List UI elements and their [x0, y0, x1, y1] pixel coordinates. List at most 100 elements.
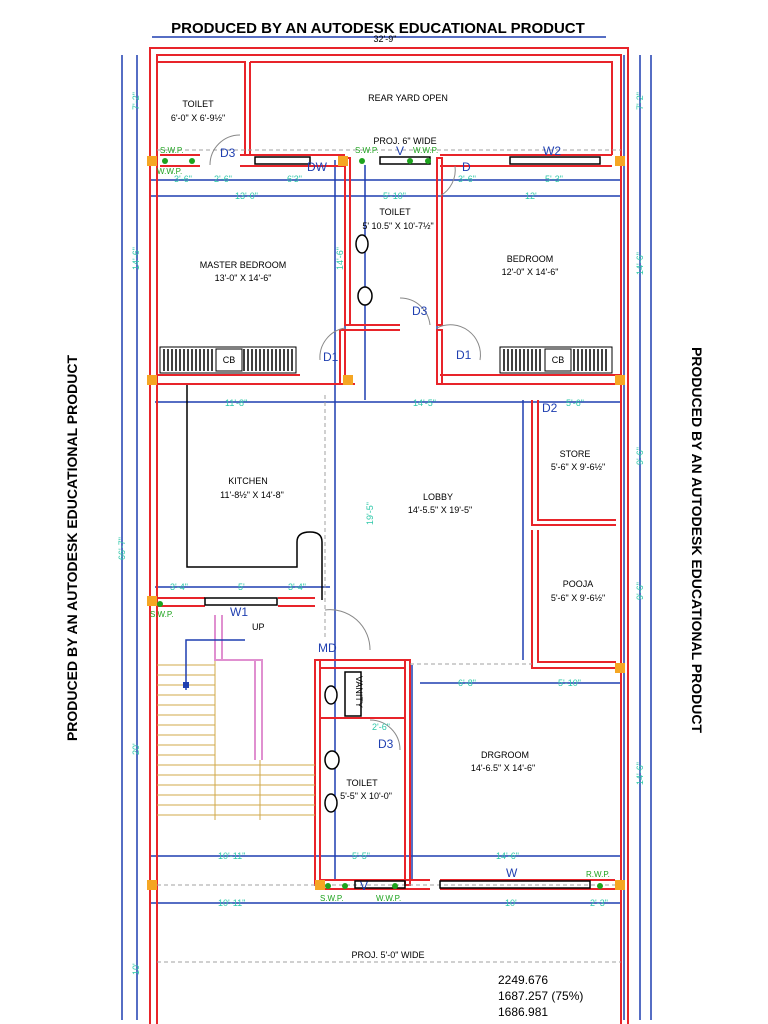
svg-text:3'-6": 3'-6"	[458, 174, 476, 184]
wardrobe-right	[499, 346, 613, 374]
proj-top-label: PROJ. 6" WIDE	[373, 136, 436, 146]
svg-text:5'-6": 5'-6"	[566, 398, 584, 408]
pipe-rwp: R.W.P.	[586, 870, 610, 879]
tag-w2: W2	[543, 144, 561, 158]
tag-d-top: D	[462, 160, 471, 174]
top-dim-label: 32'-9"	[374, 34, 397, 44]
tag-dw: DW	[307, 160, 328, 174]
svg-text:20': 20'	[131, 743, 141, 755]
wardrobe-left	[159, 346, 297, 374]
pooja-size: 5'-6" X 9'-6½"	[551, 593, 605, 603]
proj-bottom-label: PROJ. 5'-0" WIDE	[352, 950, 425, 960]
watermark-left: PRODUCED BY AN AUTODESK EDUCATIONAL PROD…	[64, 355, 80, 742]
tag-v-bot: V	[360, 879, 368, 893]
toilet-tl-name: TOILET	[182, 99, 214, 109]
readout-line-1: 2249.676	[498, 973, 548, 987]
pipe-dots	[157, 158, 603, 889]
pipe-swp-a: S.W.P.	[160, 146, 183, 155]
tag-d3-c: D3	[378, 737, 394, 751]
lobby-name: LOBBY	[423, 492, 453, 502]
tag-d1-a: D1	[323, 350, 339, 364]
svg-text:5': 5'	[238, 582, 245, 592]
stair-up-label: UP	[252, 622, 265, 632]
pipe-wwp-d: W.W.P.	[376, 894, 401, 903]
red-walls	[149, 47, 629, 1024]
kitchen-size: 11'-8½" X 14'-8"	[220, 490, 284, 500]
dimension-texts: 3'-6" 2'-6" 6'3" 3'-6" 5'-3" 13'-0" 5'-1…	[117, 92, 645, 975]
watermark-top: PRODUCED BY AN AUTODESK EDUCATIONAL PROD…	[171, 20, 585, 37]
tag-d1-b: D1	[456, 348, 472, 362]
door-arcs	[209, 134, 481, 751]
cb-label-right: CB	[552, 355, 565, 365]
cb-label-left: CB	[223, 355, 236, 365]
toilet-bot-name: TOILET	[346, 778, 378, 788]
svg-text:6'3": 6'3"	[287, 174, 302, 184]
svg-text:9'-6": 9'-6"	[635, 582, 645, 600]
bedroom-name: BEDROOM	[507, 254, 554, 264]
tag-d3-b: D3	[412, 304, 428, 318]
svg-text:14'-6": 14'-6"	[635, 252, 645, 275]
columns	[147, 156, 625, 890]
readout-line-2: 1687.257 (75%)	[498, 989, 583, 1003]
svg-text:3'-4": 3'-4"	[288, 582, 306, 592]
pipe-swp-d: S.W.P.	[320, 894, 343, 903]
toilet-tl-size: 6'-0" X 6'-9½"	[171, 113, 225, 123]
toilet-mid-name: TOILET	[379, 207, 411, 217]
drgroom-name: DRGROOM	[481, 750, 529, 760]
kitchen-name: KITCHEN	[228, 476, 268, 486]
master-bedroom-name: MASTER BEDROOM	[200, 260, 287, 270]
pooja-name: POOJA	[563, 579, 594, 589]
staircase	[157, 660, 315, 820]
svg-text:13'-0": 13'-0"	[235, 191, 258, 201]
svg-text:11'-8": 11'-8"	[225, 398, 247, 408]
svg-text:5'-10": 5'-10"	[558, 678, 581, 688]
svg-text:19'-5": 19'-5"	[365, 502, 375, 525]
svg-text:3'-6": 3'-6"	[174, 174, 192, 184]
master-bedroom-size: 13'-0" X 14'-6"	[215, 273, 272, 283]
svg-text:14'-6": 14'-6"	[335, 247, 345, 270]
watermark-right: PRODUCED BY AN AUTODESK EDUCATIONAL PROD…	[689, 347, 705, 734]
svg-text:10'-11": 10'-11"	[218, 898, 245, 908]
svg-text:5'-3": 5'-3"	[545, 174, 563, 184]
svg-text:9'-6": 9'-6"	[635, 447, 645, 465]
store-size: 5'-6" X 9'-6½"	[551, 462, 605, 472]
svg-text:14'-6": 14'-6"	[131, 247, 141, 270]
kitchen-counter	[186, 385, 323, 600]
svg-text:10'-11": 10'-11"	[218, 851, 245, 861]
svg-text:5'-10": 5'-10"	[383, 191, 406, 201]
pipe-swp-b: S.W.P.	[355, 146, 378, 155]
drgroom-size: 14'-6.5" X 14'-6"	[471, 763, 535, 773]
stair-arrow	[185, 639, 245, 690]
svg-text:2'-3": 2'-3"	[590, 898, 608, 908]
svg-text:14'-6": 14'-6"	[635, 762, 645, 785]
toilet-bot-size: 5'-5" X 10'-0"	[340, 791, 392, 801]
tag-d2: D2	[542, 401, 558, 415]
pipe-swp-c: S.W.P.	[150, 610, 173, 619]
svg-text:3'-4": 3'-4"	[170, 582, 188, 592]
svg-text:14'-5": 14'-5"	[413, 398, 436, 408]
dashed-lines	[157, 149, 621, 963]
toilet-mid-size: 5' 10.5" X 10'-7½"	[362, 221, 433, 231]
svg-text:2'-6": 2'-6"	[372, 722, 390, 732]
svg-text:10': 10'	[131, 963, 141, 975]
svg-text:2'-6": 2'-6"	[214, 174, 232, 184]
vanity-label: VANITY	[354, 676, 364, 708]
tag-md: MD	[318, 641, 337, 655]
stair-divider	[214, 615, 263, 760]
tag-w-bot: W	[506, 866, 518, 880]
readout-line-3: 1686.981	[498, 1005, 548, 1019]
sanitary-fixtures	[324, 234, 373, 813]
lobby-size: 14'-5.5" X 19'-5"	[408, 505, 472, 515]
bedroom-size: 12'-0" X 14'-6"	[502, 267, 559, 277]
svg-text:66'-7": 66'-7"	[117, 537, 127, 560]
rear-yard-label: REAR YARD OPEN	[368, 93, 448, 103]
pipe-wwp-b: W.W.P.	[413, 146, 438, 155]
tag-d3-a: D3	[220, 146, 236, 160]
svg-text:6'-8": 6'-8"	[458, 678, 476, 688]
svg-text:12': 12'	[525, 191, 537, 201]
tag-w1: W1	[230, 605, 248, 619]
svg-text:10': 10'	[505, 898, 517, 908]
tag-v-top: V	[396, 144, 404, 158]
pipe-wwp-a: W.W.P.	[157, 167, 182, 176]
